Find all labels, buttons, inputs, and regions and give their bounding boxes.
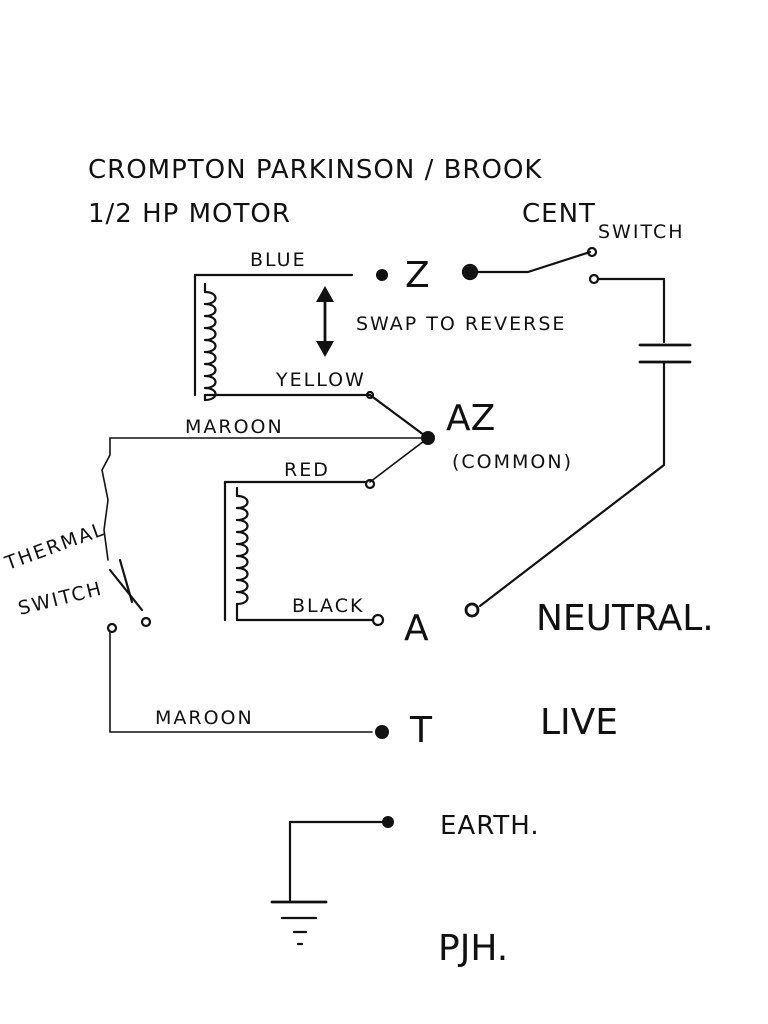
terminal-az-note: (COMMON) [452, 451, 573, 473]
ground-symbol [270, 900, 328, 946]
cent-switch-lead [596, 277, 666, 344]
switch-label-thermal: SWITCH [16, 578, 105, 620]
red-to-az [369, 437, 429, 483]
terminal-earth [382, 816, 394, 828]
title-line-1: CROMPTON PARKINSON / BROOK [88, 155, 542, 185]
terminal-a-label: A [404, 608, 429, 649]
maroon-bottom-label: MAROON [155, 707, 254, 729]
capacitor [478, 343, 692, 608]
thermal-switch-arm [108, 568, 144, 612]
thermal-contact-2 [106, 622, 118, 634]
yellow-to-az [368, 393, 430, 440]
capacitor-to-a [478, 360, 666, 608]
terminal-a-right [464, 602, 480, 618]
lower-winding: RED BLACK [223, 459, 376, 622]
cent-switch-contact-1 [586, 246, 598, 258]
title-line-2: 1/2 HP MOTOR [88, 199, 291, 229]
thermal-contact-1 [140, 616, 152, 628]
swap-note: SWAP TO REVERSE [356, 313, 566, 335]
thermal-label: THERMAL [1, 518, 108, 575]
upper-winding: BLUE YELLOW [193, 249, 372, 402]
swap-arrow [316, 286, 334, 357]
yellow-label: YELLOW [275, 369, 366, 391]
cent-switch-contact-2 [588, 273, 600, 285]
terminal-z-label: Z [405, 255, 430, 296]
terminal-az-label: AZ [446, 398, 495, 439]
terminal-t [375, 725, 389, 739]
blue-label: BLUE [250, 249, 307, 271]
terminal-a-left [371, 613, 385, 627]
centrifugal-switch-arm [475, 250, 592, 274]
terminal-z-left [376, 269, 388, 281]
maroon-top-label: MAROON [185, 416, 284, 438]
upper-coil [203, 290, 217, 402]
black-label: BLACK [292, 595, 364, 617]
live-label: LIVE [540, 702, 618, 743]
earth-wire [288, 820, 384, 902]
signature: PJH. [438, 928, 508, 969]
terminal-z-right [464, 266, 476, 278]
neutral-label: NEUTRAL. [536, 598, 714, 639]
maroon-bottom-wire [109, 631, 373, 733]
switch-label: SWITCH [598, 221, 685, 243]
red-label: RED [284, 459, 330, 481]
lower-coil [235, 494, 249, 606]
terminal-t-label: T [409, 710, 433, 751]
cent-label: CENT [522, 199, 596, 229]
maroon-left-vertical [101, 437, 111, 561]
earth-label: EARTH. [440, 811, 540, 841]
